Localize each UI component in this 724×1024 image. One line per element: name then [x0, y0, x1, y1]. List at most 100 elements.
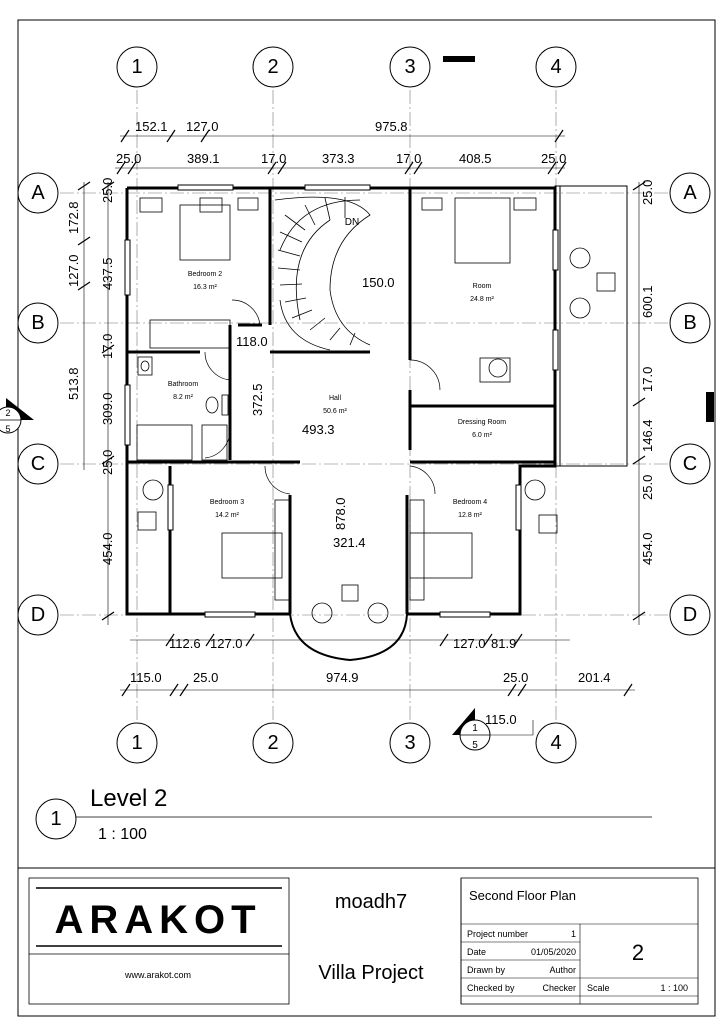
grid-row-d-left: D: [31, 604, 45, 626]
field-label: Checked by: [467, 983, 515, 993]
dim-bottom: 127.0: [210, 636, 243, 651]
room-name: Room: [473, 283, 492, 290]
dim-interior: 493.3: [302, 422, 335, 437]
grid-row-b-left: B: [31, 312, 44, 334]
dim-bottom: 115.0: [485, 712, 517, 727]
bed-icon: [221, 532, 283, 579]
dim-left: 25.0: [100, 178, 115, 203]
room-area: 8.2 m²: [173, 394, 194, 401]
grid-row-c-left: C: [31, 453, 45, 475]
room-name: Bedroom 4: [453, 499, 487, 506]
dim-left: 454.0: [100, 532, 115, 565]
grid-row-c-right: C: [683, 453, 697, 475]
title-block: ARAKOT www.arakot.com moadh7 Villa Proje…: [17, 867, 716, 1017]
dim-right: 17.0: [640, 367, 655, 392]
sheet-name: Second Floor Plan: [469, 888, 576, 903]
room-area: 14.2 m²: [215, 512, 239, 519]
sheet-number: 2: [632, 940, 644, 965]
room-name: Bathroom: [168, 381, 199, 388]
dim-bottom: 81.9: [491, 636, 516, 651]
bed-icon: [454, 197, 511, 264]
dim-left: 17.0: [100, 334, 115, 359]
room-labels: Bedroom 2 16.3 m² Room 24.8 m² Bathroom …: [168, 271, 506, 519]
client-name: moadh7: [335, 891, 407, 913]
grid-col-3-top: 3: [404, 56, 415, 78]
section-marker-view: 5: [472, 740, 478, 751]
view-title: 1 Level 2 1 : 100: [35, 785, 652, 843]
dimension-ticks: [77, 129, 646, 697]
dim-top: 408.5: [459, 151, 492, 166]
project-name: Villa Project: [318, 962, 424, 984]
bathtub-icon: [136, 424, 193, 461]
dim-top: 17.0: [261, 151, 286, 166]
company-website[interactable]: www.arakot.com: [124, 970, 191, 980]
dim-left: 513.8: [66, 367, 81, 400]
dim-right: 600.1: [640, 285, 655, 318]
dim-left: 25.0: [100, 450, 115, 475]
grid-col-4-bottom: 4: [550, 732, 561, 754]
grid-row-a-left: A: [31, 182, 45, 204]
section-cut-mark-right: [706, 392, 714, 422]
field-label: Date: [467, 947, 486, 957]
field-label: Drawn by: [467, 965, 506, 975]
logo-rule-lines: [36, 887, 282, 947]
stair-direction-label: DN: [345, 217, 359, 228]
door-swings: [204, 299, 441, 495]
dim-interior: 150.0: [362, 275, 395, 290]
dim-interior: 321.4: [333, 535, 366, 550]
room-area: 6.0 m²: [472, 432, 493, 439]
dimension-texts: 152.1 127.0 975.8 25.0 389.1 17.0 373.3 …: [66, 119, 655, 727]
furniture: [136, 197, 616, 624]
dim-bottom: 25.0: [193, 670, 218, 685]
dim-left: 437.5: [100, 257, 115, 290]
room-name: Bedroom 2: [188, 271, 222, 278]
field-value: 01/05/2020: [531, 947, 576, 957]
section-marker-bottom: 1 5: [452, 708, 534, 751]
sheet-border: [17, 19, 716, 1017]
bed-icon: [179, 204, 231, 261]
dim-top: 17.0: [396, 151, 421, 166]
dim-top: 152.1: [135, 119, 168, 134]
dim-right: 25.0: [640, 180, 655, 205]
terrace: [554, 185, 628, 467]
grid-col-1-top: 1: [131, 56, 142, 78]
section-marker-view: 5: [5, 424, 10, 434]
room-name: Bedroom 3: [210, 499, 244, 506]
dim-top: 373.3: [322, 151, 355, 166]
bed-icon: [409, 532, 473, 579]
grid-row-d-right: D: [683, 604, 697, 626]
section-cut-mark-top: [443, 56, 475, 62]
dim-left: 309.0: [100, 392, 115, 425]
grid-row-b-right: B: [683, 312, 696, 334]
dim-right: 25.0: [640, 475, 655, 500]
grid-col-1-bottom: 1: [131, 732, 142, 754]
scale-value: 1 : 100: [660, 983, 688, 993]
grid-row-a-right: A: [683, 182, 697, 204]
section-marker-left: 2 5: [0, 398, 34, 434]
dim-bottom: 112.6: [169, 636, 201, 651]
grid-col-3-bottom: 3: [404, 732, 415, 754]
dim-top: 25.0: [116, 151, 141, 166]
view-title-text: Level 2: [90, 785, 167, 812]
dim-right: 454.0: [640, 532, 655, 565]
dim-bottom: 974.9: [326, 670, 359, 685]
room-area: 12.8 m²: [458, 512, 482, 519]
grid-col-2-bottom: 2: [267, 732, 278, 754]
spiral-stair: [274, 196, 371, 351]
dim-interior: 878.0: [333, 497, 348, 530]
dim-top: 975.8: [375, 119, 408, 134]
dim-bottom: 201.4: [578, 670, 611, 685]
section-marker-sheet: 2: [5, 408, 10, 418]
dim-bottom: 115.0: [130, 670, 162, 685]
dim-top: 389.1: [187, 151, 220, 166]
grid-bubbles: 1 2 3 4 1 2 3 4 A B C D A B C D: [17, 46, 711, 764]
grid-col-2-top: 2: [267, 56, 278, 78]
section-marker-sheet: 1: [472, 723, 478, 734]
room-area: 24.8 m²: [470, 296, 494, 303]
dim-interior: 372.5: [250, 383, 265, 416]
dim-interior: 118.0: [236, 334, 268, 349]
dim-bottom: 25.0: [503, 670, 528, 685]
field-value: 1: [571, 929, 576, 939]
dim-right: 146.4: [640, 419, 655, 452]
